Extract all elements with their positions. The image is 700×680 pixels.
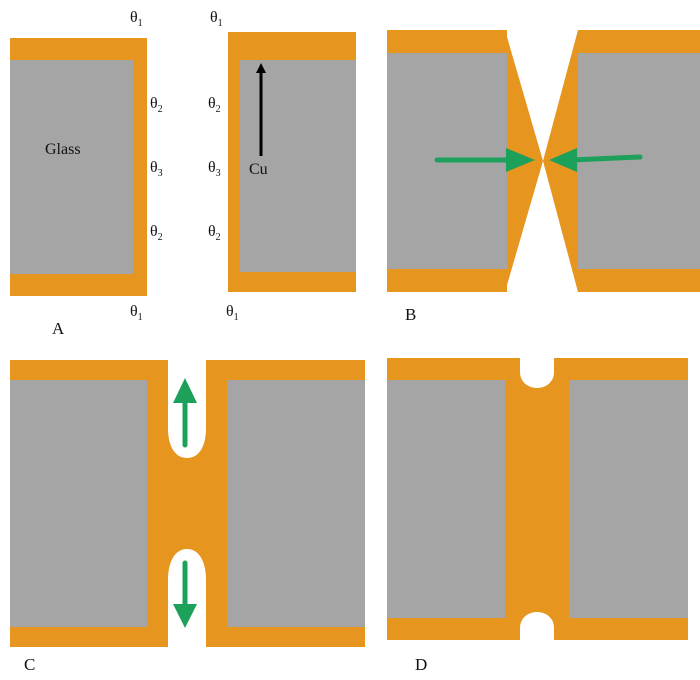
- arrow-shaft: [569, 154, 643, 163]
- theta-label-upper: θ2: [208, 95, 221, 115]
- panel-label-b: B: [405, 305, 416, 324]
- theta-symbol: θ: [150, 159, 158, 176]
- theta-subscript: 1: [234, 312, 239, 323]
- theta-symbol: θ: [150, 223, 158, 240]
- theta-symbol: θ: [130, 9, 138, 26]
- theta-subscript: 1: [218, 18, 223, 29]
- theta-symbol: θ: [150, 95, 158, 112]
- green-arrow-up: [173, 378, 197, 448]
- copper-via-fill: [505, 358, 569, 640]
- glass-substrate-right: [227, 380, 365, 627]
- theta-label-lower: θ2: [150, 223, 163, 243]
- glass-substrate-left: [387, 380, 505, 618]
- panel-label-c: C: [24, 655, 35, 674]
- panel-d: D: [387, 358, 688, 674]
- arrow-head: [173, 378, 197, 403]
- glass-substrate: [240, 60, 356, 272]
- copper-bottom-layer-left: [387, 269, 507, 292]
- glass-substrate-left: [10, 380, 147, 627]
- glass-substrate-right: [569, 380, 688, 618]
- copper-top-layer-right: [578, 30, 700, 53]
- theta-label-top: θ1: [210, 9, 223, 29]
- theta-label-top: θ1: [130, 9, 143, 29]
- glass-substrate: [10, 60, 133, 274]
- dimple-top: [520, 358, 554, 388]
- theta-subscript: 1: [138, 18, 143, 29]
- theta-symbol: θ: [210, 9, 218, 26]
- theta-label-lower: θ2: [208, 223, 221, 243]
- theta-subscript: 2: [158, 232, 163, 243]
- arrow-head: [173, 604, 197, 628]
- copper-hourglass-fill: [505, 30, 578, 292]
- green-arrow-right: [434, 148, 535, 172]
- theta-label-bottom: θ1: [130, 303, 143, 323]
- copper-sidewall: [133, 38, 147, 296]
- copper-bottom-layer: [228, 272, 356, 292]
- arrow-head: [506, 148, 535, 172]
- panel-c: C: [10, 360, 365, 674]
- theta-symbol: θ: [208, 223, 216, 240]
- copper-sidewall: [228, 32, 240, 292]
- green-arrow-left: [549, 148, 643, 172]
- panel-label-d: D: [415, 655, 427, 674]
- theta-subscript: 1: [138, 312, 143, 323]
- theta-subscript: 3: [158, 168, 163, 179]
- glass-label: Glass: [45, 141, 81, 158]
- copper-bottom-layer: [10, 274, 147, 296]
- arrow-head: [549, 148, 577, 172]
- theta-symbol: θ: [130, 303, 138, 320]
- theta-subscript: 3: [216, 168, 221, 179]
- panel-label-a: A: [52, 319, 65, 338]
- theta-subscript: 2: [216, 232, 221, 243]
- theta-symbol: θ: [208, 159, 216, 176]
- copper-top-layer: [228, 32, 356, 60]
- theta-subscript: 2: [216, 104, 221, 115]
- theta-symbol: θ: [226, 303, 234, 320]
- theta-subscript: 2: [158, 104, 163, 115]
- dimple-bottom: [520, 612, 554, 640]
- theta-symbol: θ: [208, 95, 216, 112]
- panel-a: Glass θ1 θ2 θ3 θ2 θ1 A: [10, 9, 163, 338]
- green-arrow-down: [173, 560, 197, 628]
- panel-b: B: [387, 30, 700, 324]
- theta-label-middle: θ3: [208, 159, 221, 179]
- copper-bottom-layer-right: [578, 269, 700, 292]
- panel-a2: Cu θ1 θ2 θ3 θ2 θ1: [208, 9, 356, 323]
- copper-top-layer-left: [387, 30, 507, 53]
- theta-label-bottom: θ1: [226, 303, 239, 323]
- theta-label-middle: θ3: [150, 159, 163, 179]
- cu-label: Cu: [249, 161, 268, 178]
- theta-label-upper: θ2: [150, 95, 163, 115]
- copper-top-layer: [10, 38, 147, 60]
